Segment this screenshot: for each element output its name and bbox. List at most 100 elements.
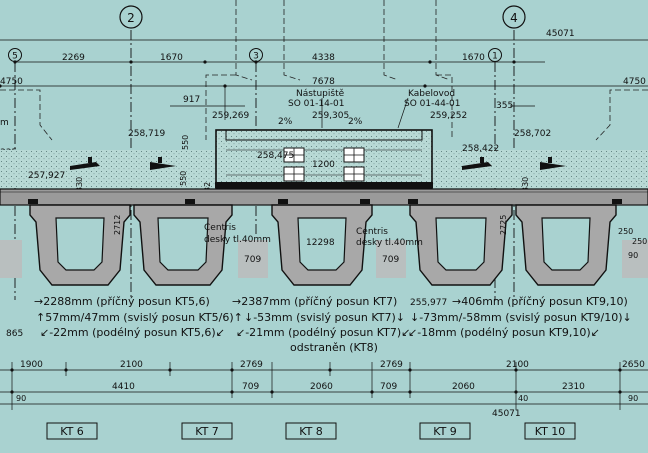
dim-4410: 4410 <box>112 382 135 392</box>
dim-709-bottom-b: 709 <box>380 382 397 392</box>
axis-1-label: 1 <box>492 52 498 62</box>
dim-865: 865 <box>6 329 23 339</box>
elev-257-927: 257,927 <box>28 171 65 181</box>
kt6-box <box>46 422 98 440</box>
kt9-label: KT 9 <box>433 425 457 438</box>
kt7-label: KT 7 <box>195 425 219 438</box>
rails <box>70 157 566 170</box>
dim-7678: 7678 <box>312 77 335 87</box>
kt8-label: KT 8 <box>299 425 323 438</box>
note-kt56-vertical: ↑57mm/47mm (svislý posun KT5/6)↑ <box>36 311 243 324</box>
note-kt56-longit: ↙-22mm (podélný posun KT5,6)↙ <box>40 326 225 339</box>
elev-259-269: 259,269 <box>212 111 249 121</box>
dim-250-b: 250 <box>632 237 647 246</box>
axis-2-label: 2 <box>127 11 135 25</box>
label-centris-right-2: desky tl.40mm <box>356 238 423 248</box>
label-slope-right: 2% <box>348 117 363 127</box>
elev-258-719: 258,719 <box>128 129 165 139</box>
dim-total-bottom: 45071 <box>492 409 521 419</box>
dim-2100-a: 2100 <box>120 360 143 370</box>
dim-355: 355 <box>496 101 513 111</box>
dim-330-b: 330 <box>521 177 530 192</box>
axis-2-circle <box>119 5 143 29</box>
dim-2100-b: 2100 <box>506 360 529 370</box>
dim-1670-right: 1670 <box>462 53 485 63</box>
kt-labels: KT 6 KT 7 KT 8 KT 9 KT 10 <box>46 422 576 440</box>
label-so-01-14-01: SO 01-14-01 <box>288 99 345 109</box>
elev-258-475: 258,475 <box>257 151 294 161</box>
label-centris-right-1: Centris <box>356 227 388 237</box>
dim-fragment-m: m <box>0 118 9 128</box>
dim-4750-left: 4750 <box>0 77 23 87</box>
dim-917: 917 <box>183 95 200 105</box>
dim-550-b: 550 <box>179 171 188 186</box>
top-dimension-ticks <box>0 60 516 88</box>
dim-2712: 2712 <box>113 215 122 235</box>
dim-709-b: 709 <box>382 255 399 265</box>
dim-90-bottom-right: 90 <box>628 394 638 403</box>
dim-32: 32 <box>203 182 212 192</box>
dim-2769-a: 2769 <box>240 360 263 370</box>
deck-slab <box>0 188 648 206</box>
ballast-left <box>0 150 215 188</box>
dim-2269: 2269 <box>62 53 85 63</box>
top-dimension-lines <box>0 39 648 120</box>
axis-5-label: 5 <box>12 52 18 62</box>
elev-259-305: 259,305 <box>312 111 349 121</box>
dim-2725: 2725 <box>499 215 508 235</box>
elev-258-422: 258,422 <box>462 144 499 154</box>
kt6-label: KT 6 <box>60 425 84 438</box>
note-kt910-vertical: ↓-73mm/-58mm (svislý posun KT9/10)↓ <box>410 311 632 324</box>
axis-1-circle <box>488 48 502 62</box>
dim-total-top: 45071 <box>546 29 575 39</box>
elev-259-252: 259,252 <box>430 111 467 121</box>
note-kt910-transverse: →406mm (příčný posun KT9,10) <box>452 295 628 308</box>
bottom-dimension-ticks <box>10 368 622 394</box>
label-so-01-44-01: SO 01-44-01 <box>404 99 461 109</box>
dim-90-right: 90 <box>628 251 638 260</box>
label-centris-left-1: Centris <box>204 223 236 233</box>
label-centris-left-2: desky tl.40mm <box>204 235 271 245</box>
dim-1200: 1200 <box>312 160 335 170</box>
kt10-box <box>524 422 576 440</box>
axis-3-label: 3 <box>253 52 259 62</box>
note-kt910-longit: ↙-18mm (podélný posun KT9,10)↙ <box>408 326 600 339</box>
kt7-box <box>181 422 233 440</box>
dim-40: 40 <box>518 394 528 403</box>
dim-709-a: 709 <box>244 255 261 265</box>
dim-4338: 4338 <box>312 53 335 63</box>
dim-2769-b: 2769 <box>380 360 403 370</box>
kt10-label: KT 10 <box>535 425 566 438</box>
axis-4-label: 4 <box>510 11 518 25</box>
dim-709-bottom-a: 709 <box>242 382 259 392</box>
dim-550-a: 550 <box>181 135 190 150</box>
leader-kabelovod <box>397 97 409 129</box>
dim-4750-right: 4750 <box>623 77 646 87</box>
kt8-box <box>285 422 337 440</box>
dim-2060-b: 2060 <box>452 382 475 392</box>
platform-structure <box>215 129 433 189</box>
kt9-box <box>419 422 471 440</box>
bottom-dimension-lines <box>0 369 648 405</box>
dim-2310: 2310 <box>562 382 585 392</box>
dim-1900: 1900 <box>20 360 43 370</box>
note-kt7-longit: ↙-21mm (podélný posun KT7)↙ <box>236 326 410 339</box>
elev-258-702: 258,702 <box>514 129 551 139</box>
elev-255-977: 255,977 <box>410 298 447 308</box>
dim-2650: 2650 <box>622 360 645 370</box>
ghost-pier-shadows <box>0 240 648 278</box>
dim-12298: 12298 <box>306 238 335 248</box>
note-kt8-removed: odstraněn (KT8) <box>290 341 378 354</box>
girder-voids <box>55 217 591 271</box>
note-kt7-transverse: →2387mm (příčný posun KT7) <box>232 295 397 308</box>
note-kt7-vertical: ↓-53mm (svislý posun KT7)↓ <box>244 311 405 324</box>
upper-dashed-outline <box>0 0 648 141</box>
axis-4-circle <box>502 5 526 29</box>
label-nastupiste: Nástupiště <box>296 88 345 99</box>
dim-2060-a: 2060 <box>310 382 333 392</box>
dim-90-left: 90 <box>16 394 26 403</box>
dim-1670-left: 1670 <box>160 53 183 63</box>
label-slope-left: 2% <box>278 117 293 127</box>
